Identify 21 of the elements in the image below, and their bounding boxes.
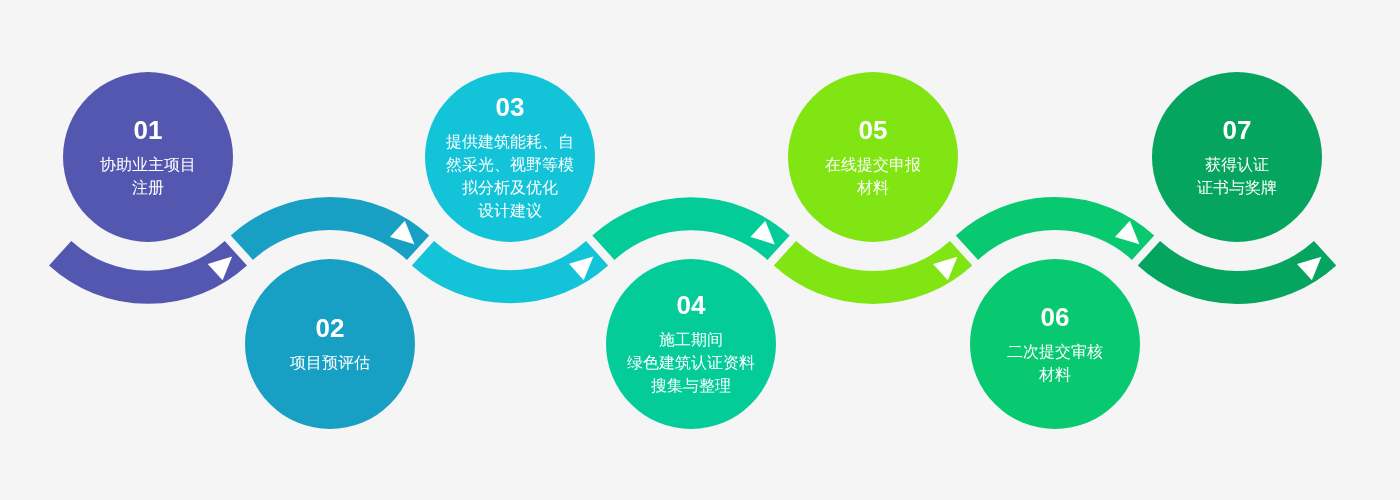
step-description: 项目预评估: [290, 353, 370, 373]
step-description: 施工期间绿色建筑认证资料搜集与整理: [627, 330, 755, 396]
wave-arrow: [1138, 240, 1336, 304]
step-number: 04: [676, 291, 706, 319]
wave-arrow: [231, 197, 429, 261]
wave-arrow: [49, 240, 247, 304]
step-number: 03: [495, 92, 525, 121]
step-number: 06: [1040, 302, 1070, 331]
wave-arrow: [956, 197, 1154, 261]
step-number: 05: [858, 115, 888, 144]
step-number: 02: [315, 314, 345, 342]
wave-arrow: [774, 240, 972, 304]
step-description: 在线提交申报材料: [825, 154, 921, 198]
step-description: 提供建筑能耗、自然采光、视野等模拟分析及优化设计建议: [446, 131, 574, 221]
step-number: 07: [1222, 115, 1252, 144]
wave-arrow: [412, 240, 608, 304]
step-description: 二次提交审核材料: [1007, 341, 1103, 385]
step-description: 获得认证证书与奖牌: [1197, 154, 1277, 198]
wave-arrow: [593, 197, 789, 261]
step-number: 01: [133, 115, 163, 144]
step-description: 协助业主项目注册: [100, 154, 196, 198]
